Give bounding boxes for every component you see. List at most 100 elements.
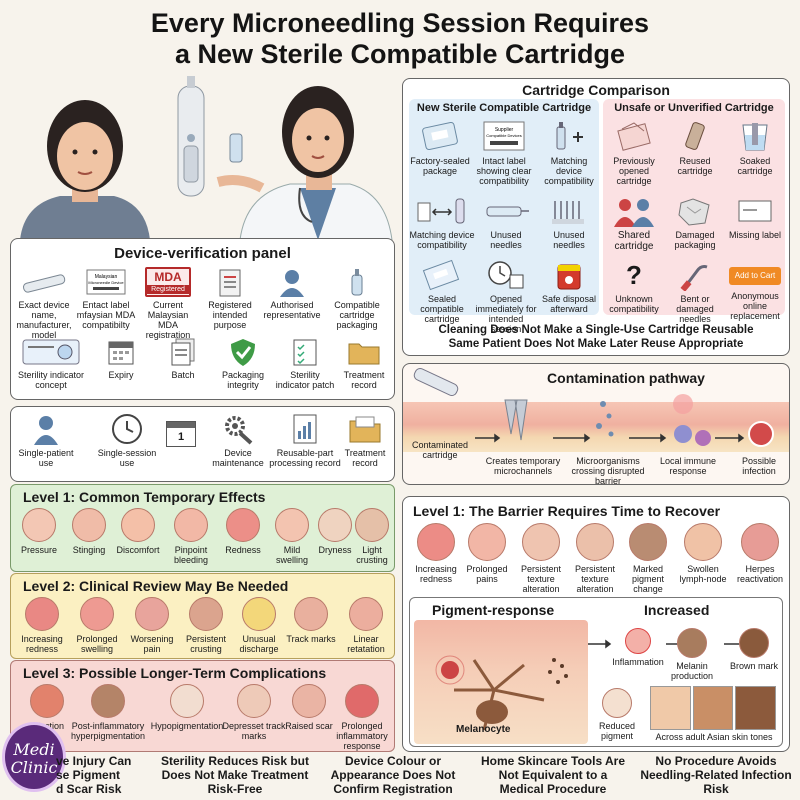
barrier-item-pigment-change: Marked pigment change xyxy=(621,523,675,594)
soaked-cup-icon xyxy=(742,123,768,151)
bad-column-title: Unsafe or Unverified Cartridge xyxy=(614,102,774,114)
level2-item-unusual-discharge: Unusual discharge xyxy=(232,597,286,654)
supplier-label-line-1: Supplier xyxy=(495,127,514,133)
level1-item-pinpoint-bleeding: Pinpoint bleeding xyxy=(164,508,218,565)
matching-device-item-1: Matching device compatibility xyxy=(537,119,601,186)
unused-needles-item-2: Unused needles xyxy=(537,195,601,250)
step-infection: Possible infection xyxy=(741,456,777,476)
barrier-item-increasing-redness: Increasing redness xyxy=(409,523,463,584)
intact-label-item: Supplier Compatible Devices Intact label… xyxy=(471,119,537,186)
unused-needles-item-1: Unused needles xyxy=(475,195,537,250)
reusable-part-label: Reusable-part processing record xyxy=(269,448,341,468)
melanin-item: Melanin production xyxy=(664,628,720,681)
soaked-cartridge-item: Soaked cartridge xyxy=(725,119,785,176)
skin-tone-dark xyxy=(735,686,777,730)
footer-statement-1: ve Injury Can se Pigment d Scar Risk xyxy=(56,754,132,796)
level3-item-prolonged-inflammatory: Prolonged inflammatory response xyxy=(330,684,394,751)
anonymous-online-item: Add to Cart Anonymous online replacement xyxy=(725,259,785,321)
entact-label-item: Malaysian Microneedle Device Entact labe… xyxy=(75,267,137,330)
batch-item: Batch xyxy=(153,337,213,380)
step-microorganisms: Microorganisms crossing disrupted barrie… xyxy=(571,456,645,486)
title-line-2: a New Sterile Compatible Cartridge xyxy=(174,39,626,69)
title-line-1: Every Microneedling Session Requires xyxy=(150,8,650,38)
level3-title: Level 3: Possible Longer-Term Complicati… xyxy=(23,665,327,681)
blank-envelope-icon xyxy=(738,200,772,222)
sealed-compatible-label: Sealed compatible cartridge xyxy=(420,294,464,324)
microorganism-dots xyxy=(596,401,614,437)
contamination-diagram xyxy=(413,367,774,447)
good-column-title: New Sterile Compatible Cartridge xyxy=(416,102,592,114)
immune-cell-shape xyxy=(674,425,692,443)
melanocyte-label: Melanocyte xyxy=(456,724,511,735)
missing-label-item: Missing label xyxy=(725,195,785,240)
footer-statement-4: Home Skincare Tools Are Not Equivalent t… xyxy=(480,754,626,796)
level1-item-light-crusting: Light crusting xyxy=(350,508,394,565)
intact-label-label: Intact label showing clear compatibility xyxy=(476,156,532,186)
damaged-packaging-label: Damaged packaging xyxy=(674,230,716,250)
device-name-item: Exact device name, manufacturer, model xyxy=(13,267,75,340)
step-microchannels: Creates temporary microchannels xyxy=(485,456,561,476)
level3-item-pih: Post-inflammatory hyperpigmentation xyxy=(68,684,148,741)
person-icon xyxy=(280,270,304,297)
single-session-item: Single-session use xyxy=(91,413,163,468)
unknown-compatibility-item: ? Unknown compatibility xyxy=(603,259,665,314)
factory-sealed-item: Factory-sealed package xyxy=(409,119,471,176)
expiry-item: Expiry xyxy=(91,337,151,380)
contamination-pathway-panel: Contamination pathway Contaminated cartr… xyxy=(402,363,790,486)
reduced-pigment-item: Reduced pigment xyxy=(590,688,644,741)
reused-cartridge-item: Reused cartridge xyxy=(665,119,725,176)
level1-item-redness: Redness xyxy=(218,508,268,555)
barrier-recovery-panel: Level 1: The Barrier Requires Time to Re… xyxy=(402,496,790,752)
level1-item-pressure: Pressure xyxy=(14,508,64,555)
level3-item-depressed-track: Depresset track marks xyxy=(222,684,286,741)
device-maintenance-item: Device maintenance xyxy=(207,413,269,468)
damaged-packaging-item: Damaged packaging xyxy=(665,195,725,250)
previously-opened-label: Previously opened cartridge xyxy=(613,156,655,186)
medi-clinic-logo: Medi Clinic xyxy=(2,722,66,792)
label-card-line-1: Malaysian xyxy=(95,274,118,280)
factory-sealed-label: Factory-sealed package xyxy=(410,156,470,176)
calendar-one-item: 1 xyxy=(159,421,203,450)
pen-icon xyxy=(23,274,66,293)
label-card-icon: Supplier Compatible Devices xyxy=(483,121,525,151)
skin-tone-faces xyxy=(650,686,777,730)
cartridge-packaging-item: Compatible cartridge packaging xyxy=(323,267,391,330)
matching-device-item-2: Matching device compatibility xyxy=(409,195,475,250)
sterility-indicator-label: Sterility indicator concept xyxy=(17,370,85,390)
label-card-line-2: Microneedle Device xyxy=(88,280,124,285)
device-verification-panel: Device-verification panel Exact device n… xyxy=(10,238,395,400)
comparison-title: Cartridge Comparison xyxy=(522,82,670,98)
treatment-record-label-2: Treatment record xyxy=(344,448,386,468)
expiry-label: Expiry xyxy=(108,370,134,380)
skin-tones-label: Across adult Asian skin tones xyxy=(655,732,773,742)
intended-purpose-item: Registered intended purpose xyxy=(199,267,261,330)
barrier-item-texture-1: Persistent texture alteration xyxy=(513,523,569,594)
clinician-illustration xyxy=(216,86,393,240)
comparison-note-line-2: Same Patient Does Not Make Later Reuse A… xyxy=(448,338,744,350)
mda-registration-item: MDA Registered Current Malaysian MDA reg… xyxy=(137,267,199,340)
folder-icon xyxy=(348,343,380,365)
infection-shape xyxy=(748,421,774,447)
checklist-icon xyxy=(293,339,317,366)
packaging-integrity-label: Packaging integrity xyxy=(221,370,265,390)
sharps-bin-icon xyxy=(557,264,581,290)
intended-purpose-label: Registered intended purpose xyxy=(208,300,252,330)
logo-line-2: Clinic xyxy=(10,758,58,777)
supplier-label-line-2: Compatible Devices xyxy=(486,133,522,138)
level2-item-track-marks: Track marks xyxy=(286,597,336,644)
brown-mark-item: Brown mark xyxy=(726,628,782,671)
mda-badge-top: MDA xyxy=(154,270,182,284)
unused-needles-label-1: Unused needles xyxy=(490,230,522,250)
sterility-indicator-item: Sterility indicator concept xyxy=(13,337,89,390)
crumpled-package-icon xyxy=(678,198,710,226)
device-panel-title: Device-verification panel xyxy=(114,245,291,262)
level2-item-worsening-pain: Worsening pain xyxy=(124,597,180,654)
needle-cartridge-icon xyxy=(486,206,529,217)
treatment-record-item: Treatment record xyxy=(335,337,393,390)
anonymous-online-label: Anonymous online replacement xyxy=(730,291,780,321)
level1-item-discomfort: Discomfort xyxy=(112,508,164,555)
single-patient-label: Single-patient use xyxy=(18,448,74,468)
cartridge-packaging-label: Compatible cartridge packaging xyxy=(334,300,380,330)
authorised-rep-label: Authorised representative xyxy=(263,300,321,320)
comparison-note-line-1: Cleaning Does Not Make a Single-Use Cart… xyxy=(438,324,754,336)
